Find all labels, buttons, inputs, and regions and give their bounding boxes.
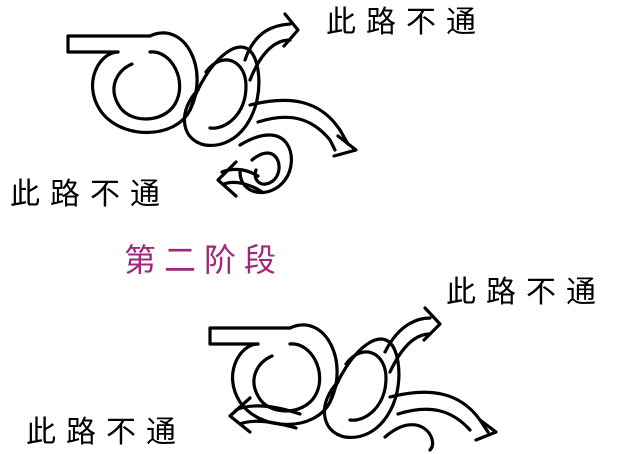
dead-end-label: 此路不通 <box>326 5 486 40</box>
stage-title: 第二阶段 <box>124 241 285 279</box>
arrow-head-icon <box>228 396 252 434</box>
dead-end-label: 此路不通 <box>446 275 606 310</box>
dead-end-label: 此路不通 <box>10 177 170 212</box>
arrow-head-icon <box>282 12 300 48</box>
arrow-head-icon <box>474 418 498 442</box>
arrow-head-icon <box>216 160 238 198</box>
dead-end-label: 此路不通 <box>26 415 186 450</box>
arrow-head-icon <box>422 306 442 342</box>
arrow-head-icon <box>332 134 358 158</box>
